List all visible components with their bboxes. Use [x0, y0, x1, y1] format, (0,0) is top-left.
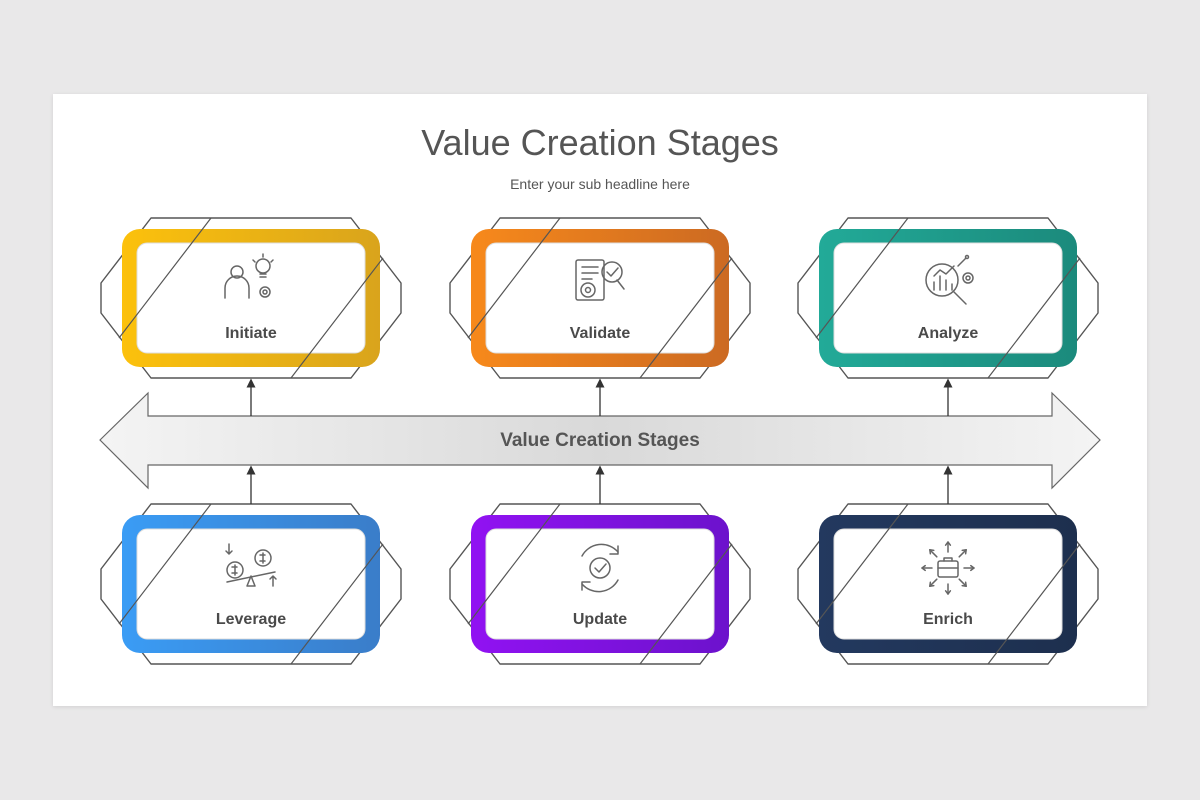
document-check-gear-icon	[575, 259, 625, 301]
stage-accent-line-update	[467, 503, 561, 625]
stage-accent-line-update	[639, 543, 733, 665]
stage-accent-line-initiate	[290, 257, 384, 379]
chart-magnifier-gear-icon	[925, 254, 974, 305]
stage-card-leverage: Leverage	[100, 465, 402, 665]
stage-accent-line-enrich	[987, 543, 1081, 665]
refresh-check-icon	[581, 543, 619, 593]
stage-panel-initiate	[136, 242, 366, 354]
stage-accent-line-validate	[639, 257, 733, 379]
page-title: Value Creation Stages	[421, 122, 779, 163]
briefcase-arrows-icon	[921, 541, 975, 595]
stage-card-update: Update	[449, 465, 751, 665]
arrow-bar-label: Value Creation Stages	[500, 430, 700, 451]
stage-accent-line-leverage	[290, 543, 384, 665]
stage-label-validate: Validate	[570, 325, 631, 342]
stage-accent-line-validate	[467, 217, 561, 339]
stage-accent-line-enrich	[815, 503, 909, 625]
stage-label-enrich: Enrich	[923, 611, 973, 628]
stage-accent-line-leverage	[118, 503, 212, 625]
stage-label-update: Update	[573, 611, 627, 628]
stage-accent-line-initiate	[118, 217, 212, 339]
stage-label-initiate: Initiate	[225, 325, 277, 342]
stage-panel-analyze	[833, 242, 1063, 354]
stage-accent-line-analyze	[815, 217, 909, 339]
stage-panel-leverage	[136, 528, 366, 640]
stage-card-validate: Validate	[449, 217, 751, 416]
stage-label-analyze: Analyze	[918, 325, 979, 342]
stage-panel-validate	[485, 242, 715, 354]
money-balance-icon	[225, 543, 277, 587]
idea-person-gear-icon	[224, 253, 274, 299]
stage-card-analyze: Analyze	[797, 217, 1099, 416]
stage-label-leverage: Leverage	[216, 611, 286, 628]
stage-accent-line-analyze	[987, 257, 1081, 379]
stage-card-initiate: Initiate	[100, 217, 402, 416]
double-arrow-bar	[99, 391, 1101, 490]
stage-card-enrich: Enrich	[797, 465, 1099, 665]
stage-panel-update	[485, 528, 715, 640]
page-subtitle: Enter your sub headline here	[510, 176, 690, 192]
